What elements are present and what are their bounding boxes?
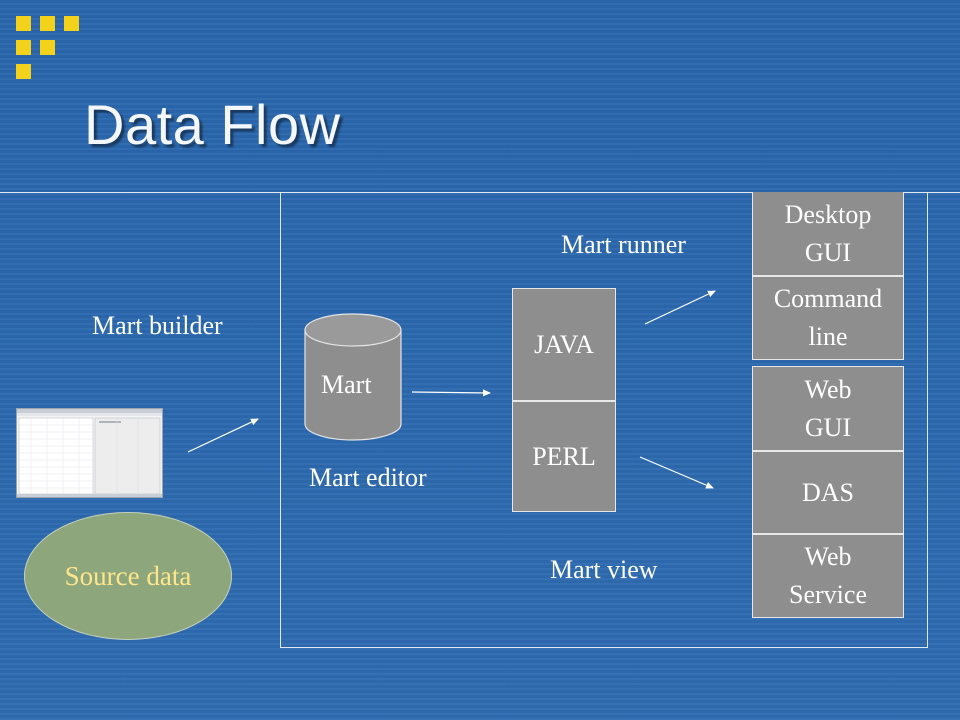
command-line-label: Command line [773, 284, 883, 351]
mart-database: Mart [303, 312, 403, 444]
das-label: DAS [801, 477, 854, 507]
database-cylinder-icon [304, 313, 402, 441]
mart-database-label: Mart [321, 370, 372, 399]
web-gui-label: Web GUI [804, 374, 852, 442]
source-data-ellipse: Source data [24, 512, 232, 640]
web-service-label: Web Service [789, 542, 867, 609]
source-data-label: Source data [64, 560, 192, 591]
mart-editor-label: Mart editor [309, 463, 427, 492]
desktop-gui-label: Desktop GUI [784, 199, 872, 267]
mart-builder-label: Mart builder [92, 311, 223, 340]
title-divider [0, 192, 960, 193]
perl-box: PERL [512, 401, 616, 512]
das-box: DAS [752, 451, 904, 534]
spreadsheet-icon [17, 409, 162, 497]
web-service-box: Web Service [752, 534, 904, 618]
mart-runner-label: Mart runner [561, 230, 686, 259]
command-line-box: Command line [752, 276, 904, 360]
arrow-source-to-builder [187, 418, 259, 453]
web-gui-box: Web GUI [752, 366, 904, 451]
arrow-java-to-desktop [644, 290, 716, 325]
mart-view-label: Mart view [550, 555, 658, 584]
perl-label: PERL [532, 441, 596, 471]
arrow-perl-to-web [639, 456, 714, 489]
slide-title: Data Flow [84, 93, 341, 156]
spreadsheet-thumbnail [16, 408, 163, 498]
mart-frame [280, 192, 928, 648]
desktop-gui-box: Desktop GUI [752, 192, 904, 276]
arrow-mart-to-java [411, 389, 491, 397]
java-box: JAVA [512, 288, 616, 401]
java-label: JAVA [534, 329, 594, 359]
